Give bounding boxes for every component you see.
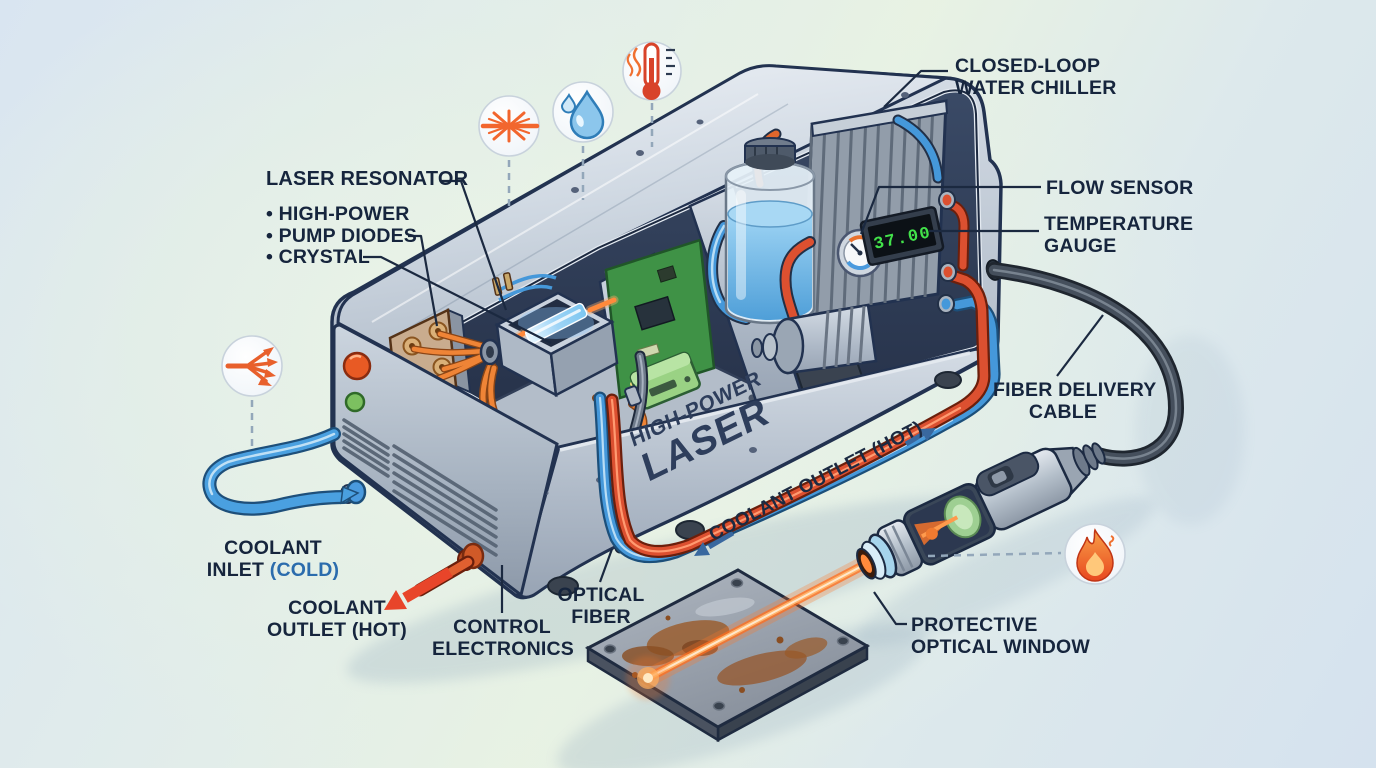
fiber-delivery-cable xyxy=(985,259,1185,467)
beam-divergence-icon xyxy=(225,347,278,386)
laser-emission-icon xyxy=(480,109,540,143)
power-button xyxy=(342,351,372,381)
label-laser-resonator: LASER RESONATOR xyxy=(266,168,469,190)
coolant-inlet-pipe xyxy=(202,427,360,516)
sensor-wires xyxy=(491,272,557,302)
label-flow-sensor: FLOW SENSOR xyxy=(1046,177,1194,199)
chiller-rear-hoses xyxy=(937,190,970,314)
laser-resonator-assembly xyxy=(479,291,619,398)
label-high-power: • HIGH-POWER xyxy=(266,203,410,225)
label-resonator-parts: • HIGH-POWER • PUMP DIODES • CRYSTAL xyxy=(266,203,418,269)
label-coolant-outlet: COOLANT OUTLET (HOT) xyxy=(267,597,407,641)
label-leader-lines xyxy=(363,69,1104,626)
laser-beam xyxy=(626,556,873,700)
label-optical-fiber: OPTICAL FIBER xyxy=(557,584,645,628)
laser-crystal xyxy=(524,302,588,344)
label-closed-loop-chiller: CLOSED-LOOP WATER CHILLER xyxy=(955,55,1117,99)
coolant-loop-pipes xyxy=(593,269,1001,564)
coolant-flow-arrows xyxy=(694,428,936,556)
outlet-hot-arrow xyxy=(402,567,453,603)
status-button xyxy=(344,391,366,413)
label-crystal: • CRYSTAL xyxy=(266,246,370,268)
laser-handpiece xyxy=(856,442,1106,580)
coolant-outlet-stub xyxy=(384,555,475,610)
water-drop-icon xyxy=(560,89,605,140)
plate-screw-holes xyxy=(603,578,850,711)
label-coolant-inlet: COOLANT INLET (COLD) xyxy=(206,537,340,581)
cold-highlight: (COLD) xyxy=(269,558,340,581)
dashed-connector-lines xyxy=(250,103,1062,558)
label-control-electronics: CONTROL ELECTRONICS xyxy=(432,616,574,660)
water-chiller-bay: 37.00 xyxy=(706,99,949,396)
label-fiber-delivery-cable: FIBER DELIVERY CABLE xyxy=(993,379,1157,423)
label-protective-window: PROTECTIVE OPTICAL WINDOW xyxy=(911,614,1091,658)
machine-lid xyxy=(336,64,952,358)
inlet-flow-arrowhead xyxy=(340,485,360,505)
icon-badges xyxy=(221,41,1126,585)
coolant-reservoir-tank xyxy=(724,137,816,325)
machine-feet xyxy=(547,371,962,596)
vent-slats xyxy=(342,418,498,557)
temperature-display: 37.00 xyxy=(859,206,945,266)
thermometer-icon xyxy=(626,42,675,100)
label-temperature-gauge: TEMPERATURE GAUGE xyxy=(1044,213,1194,257)
flame-icon xyxy=(1076,528,1115,582)
label-pump-diodes: • PUMP DIODES xyxy=(266,224,418,247)
